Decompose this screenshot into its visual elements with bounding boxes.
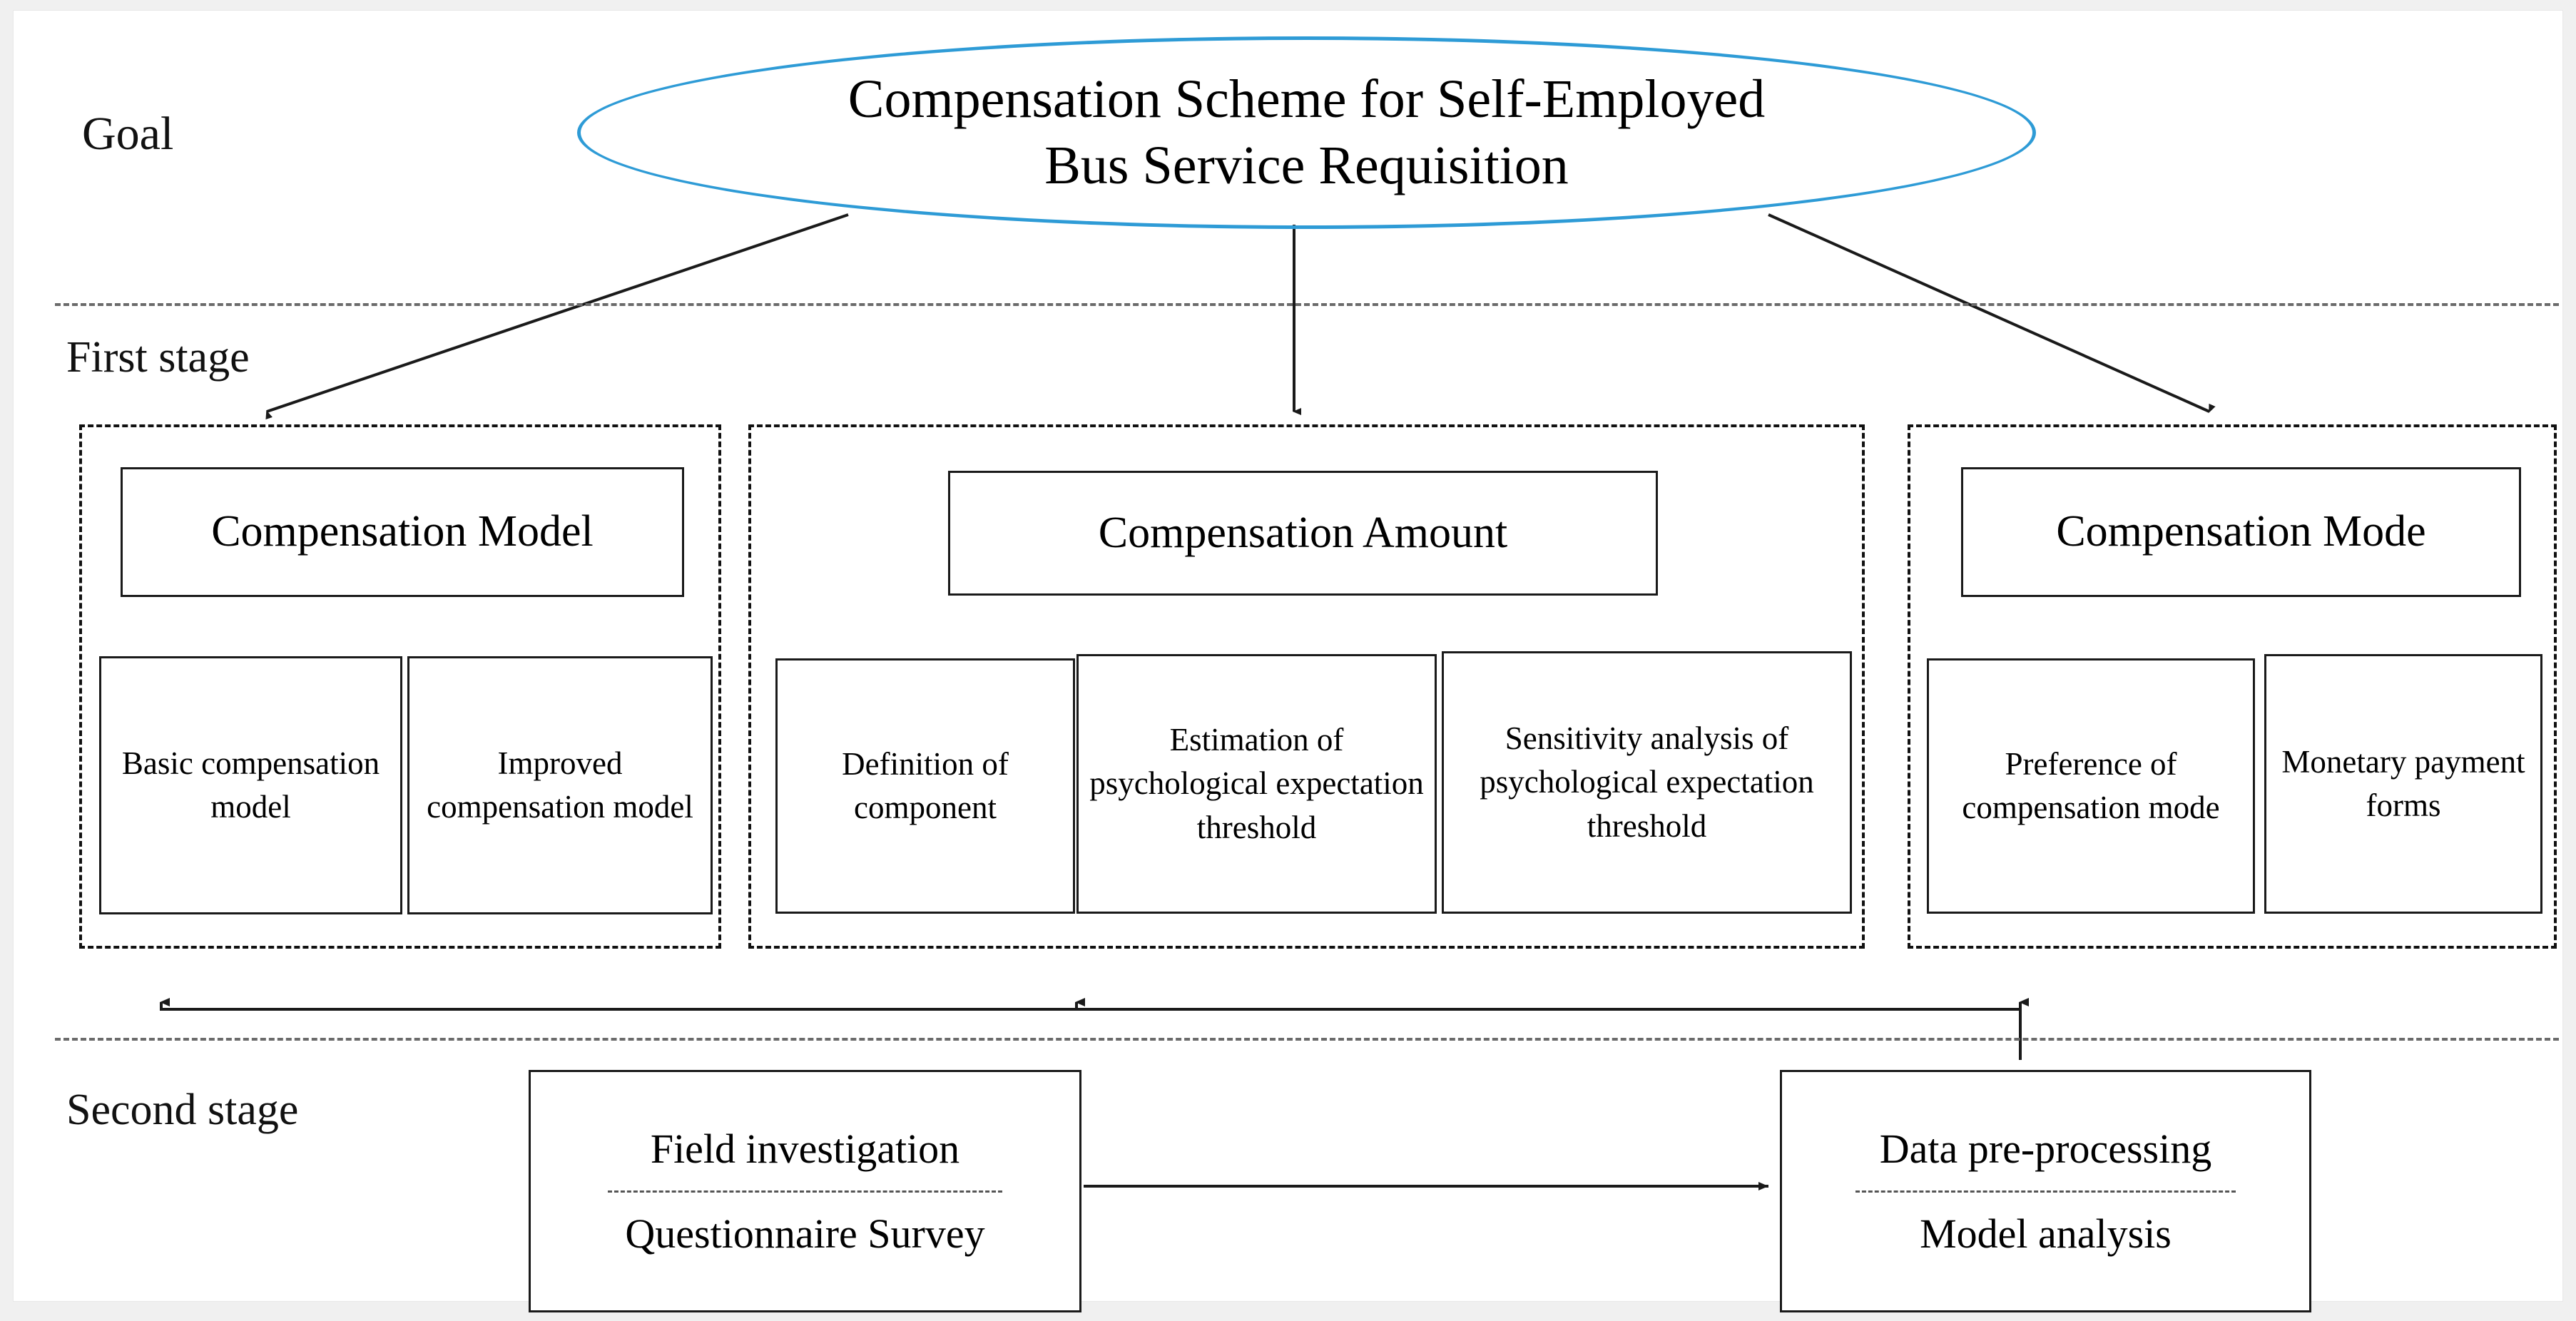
group-header-compensation-mode: Compensation Mode — [1961, 467, 2521, 597]
leaf-estimation-of-threshold: Estimation of psychological expectation … — [1076, 654, 1437, 914]
goal-ellipse: Compensation Scheme for Self-Employed Bu… — [577, 36, 2036, 229]
group-header-compensation-amount: Compensation Amount — [948, 471, 1658, 596]
connector-goal-to-group-2 — [1768, 213, 2216, 413]
group-compensation-mode — [1908, 424, 2557, 949]
diagram-canvas: Goal First stage Second stage Compensati… — [13, 10, 2563, 1312]
model-analysis-label: Model analysis — [1920, 1210, 2172, 1257]
connector-bus-line — [160, 1006, 2022, 1060]
data-preprocessing-label: Data pre-processing — [1879, 1125, 2212, 1172]
stage-separator-bottom — [55, 1038, 2559, 1041]
goal-title: Compensation Scheme for Self-Employed Bu… — [847, 69, 1766, 195]
stage-label-goal: Goal — [82, 108, 174, 160]
box-field-investigation: Field investigation Questionnaire Survey — [529, 1070, 1081, 1312]
leaf-preference-of-compensation-mode: Preference of compensation mode — [1927, 658, 2255, 914]
field-investigation-label: Field investigation — [650, 1125, 960, 1172]
stage-label-first: First stage — [66, 333, 250, 382]
group-header-compensation-model: Compensation Model — [121, 467, 684, 597]
leaf-monetary-payment-forms: Monetary payment forms — [2264, 654, 2542, 914]
leaf-improved-compensation-model: Improved compensation model — [407, 656, 713, 914]
field-box-divider — [607, 1190, 1003, 1193]
stage-label-second: Second stage — [66, 1086, 299, 1134]
stage-separator-top — [55, 303, 2559, 306]
group-compensation-model — [79, 424, 721, 949]
data-box-divider — [1855, 1190, 2236, 1193]
questionnaire-survey-label: Questionnaire Survey — [625, 1210, 985, 1257]
box-data-preprocessing: Data pre-processing Model analysis — [1780, 1070, 2311, 1312]
connector-goal-to-group-0 — [265, 213, 849, 420]
leaf-sensitivity-analysis-of-threshold: Sensitivity analysis of psychological ex… — [1442, 651, 1852, 914]
leaf-basic-compensation-model: Basic compensation model — [99, 656, 402, 914]
group-compensation-amount — [748, 424, 1865, 949]
leaf-definition-of-component: Definition of component — [775, 658, 1075, 914]
